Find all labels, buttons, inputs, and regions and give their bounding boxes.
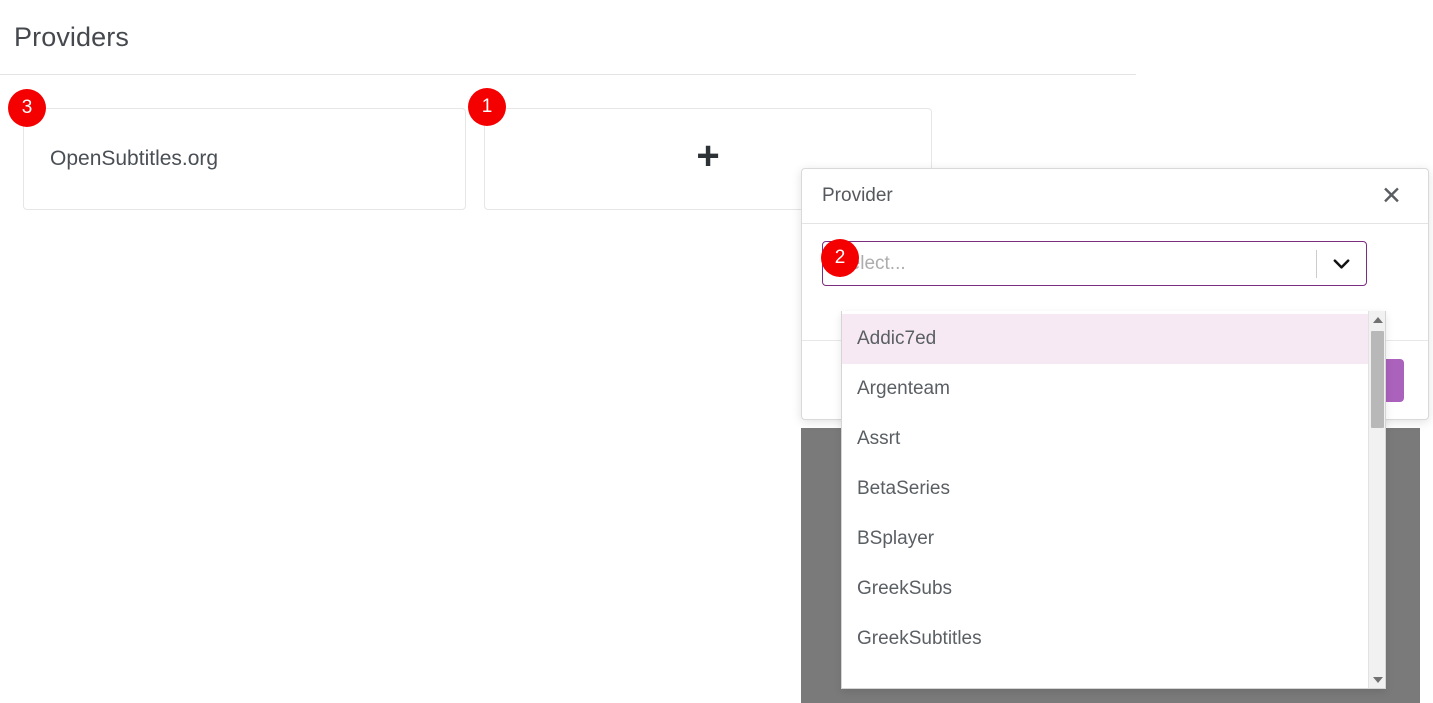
select-option[interactable]: BetaSeries — [842, 464, 1368, 514]
annotation-badge-3: 3 — [8, 89, 46, 127]
scrollbar-thumb[interactable] — [1371, 331, 1384, 428]
select-option[interactable]: Argenteam — [842, 364, 1368, 414]
select-separator — [1316, 249, 1317, 278]
plus-icon: + — [696, 134, 720, 178]
annotation-badge-1: 1 — [468, 88, 506, 126]
annotation-badge-2: 2 — [821, 239, 859, 277]
provider-select[interactable]: Select... — [822, 241, 1367, 286]
scroll-up-arrow-icon[interactable] — [1369, 311, 1385, 328]
provider-cards-row: OpenSubtitles.org + — [23, 108, 932, 210]
select-option[interactable]: GreekSubtitles — [842, 614, 1368, 664]
scroll-down-arrow-icon[interactable] — [1369, 671, 1385, 688]
select-dropdown-toggle[interactable] — [1317, 258, 1366, 269]
provider-select-placeholder: Select... — [837, 252, 906, 274]
page-title: Providers — [14, 22, 129, 52]
modal-header: Provider ✕ — [802, 169, 1428, 224]
modal-title: Provider — [822, 185, 893, 206]
select-option[interactable]: Addic7ed — [842, 314, 1368, 364]
title-divider — [0, 74, 1136, 75]
chevron-down-icon — [1333, 258, 1350, 269]
modal-body: Select... — [802, 224, 1428, 340]
select-option[interactable]: Assrt — [842, 414, 1368, 464]
provider-card-label: OpenSubtitles.org — [50, 147, 219, 170]
dropdown-scrollbar[interactable] — [1368, 311, 1385, 688]
close-icon[interactable]: ✕ — [1381, 181, 1402, 210]
provider-card-opensubtitles[interactable]: OpenSubtitles.org — [23, 108, 466, 210]
select-option[interactable]: BSplayer — [842, 514, 1368, 564]
select-option[interactable]: GreekSubs — [842, 564, 1368, 614]
